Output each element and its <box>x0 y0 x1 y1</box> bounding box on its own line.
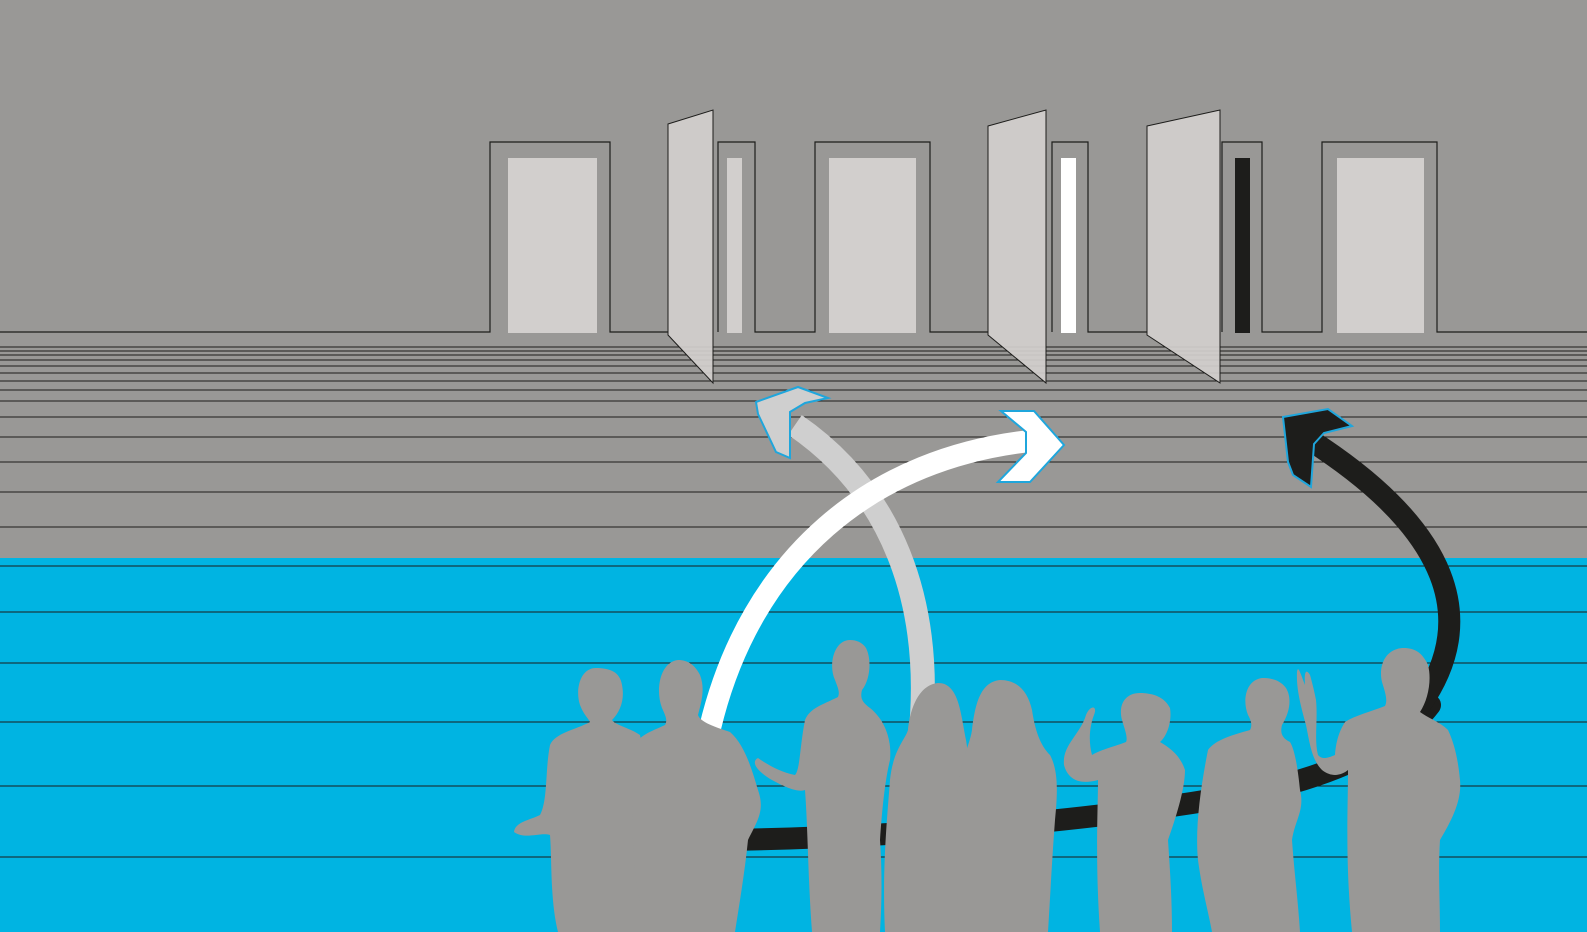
door-closed-2 <box>829 158 916 333</box>
door-slot-black <box>1235 158 1250 333</box>
door-slot-white <box>1061 158 1076 333</box>
door-closed-1 <box>508 158 597 333</box>
door-slot-light-grey <box>727 158 742 333</box>
door-closed-3 <box>1337 158 1424 333</box>
